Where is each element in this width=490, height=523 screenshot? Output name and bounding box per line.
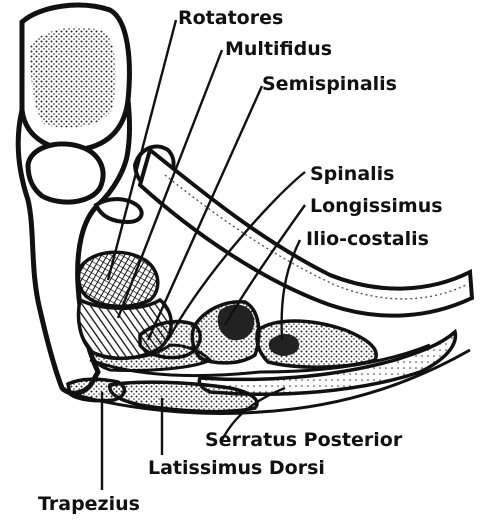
label-multifidus: Multifidus bbox=[225, 38, 332, 60]
trapezius-muscle bbox=[68, 379, 124, 401]
label-serratus-posterior: Serratus Posterior bbox=[205, 429, 403, 451]
rotatores-muscle bbox=[79, 252, 158, 306]
label-semispinalis: Semispinalis bbox=[262, 73, 397, 95]
label-ilio-costalis: Ilio-costalis bbox=[306, 228, 429, 250]
vertebral-canal bbox=[28, 144, 103, 202]
label-longissimus: Longissimus bbox=[310, 195, 443, 217]
transverse-process bbox=[96, 199, 142, 222]
label-rotatores: Rotatores bbox=[178, 7, 283, 29]
vertebral-body-spongy-bone bbox=[30, 27, 116, 127]
label-trapezius: Trapezius bbox=[38, 493, 140, 515]
label-spinalis: Spinalis bbox=[310, 163, 394, 185]
label-latissimus-dorsi: Latissimus Dorsi bbox=[148, 457, 325, 479]
